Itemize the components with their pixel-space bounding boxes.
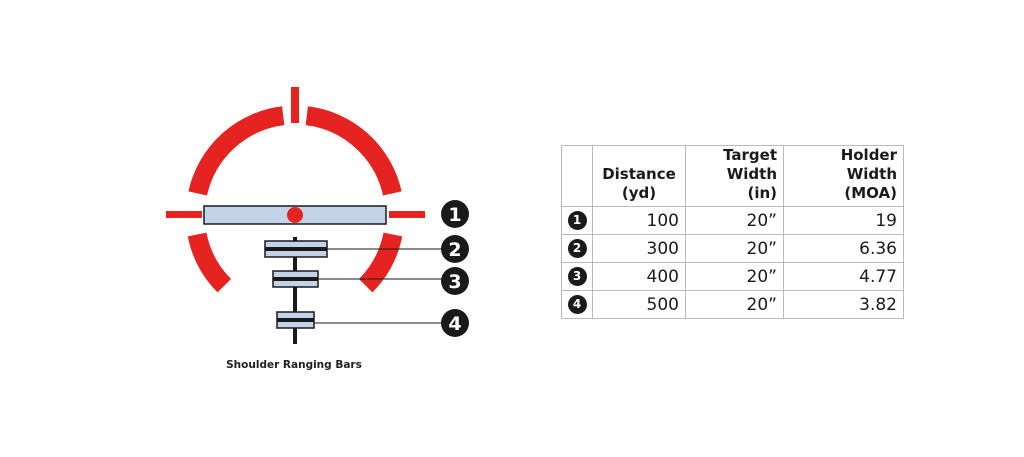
ranging-bar-3-line (273, 277, 318, 281)
table-row: 1 100 20” 19 (561, 206, 904, 235)
row-marker: 1 (561, 206, 593, 235)
ranging-table: Distance (yd) Target Width (in) Holder W… (561, 145, 904, 319)
header-marker (561, 145, 593, 207)
row-marker-badge: 3 (567, 267, 587, 286)
callout-1: 1 (441, 200, 469, 228)
callout-4-label: 4 (448, 313, 461, 335)
target-width-cell: 20” (685, 206, 784, 235)
row-marker: 4 (561, 290, 593, 319)
target-width-cell: 20” (685, 234, 784, 263)
header-distance-line2: (yd) (621, 184, 657, 202)
row-marker-badge: 1 (567, 211, 587, 230)
ranging-bar-4-line (277, 318, 314, 322)
center-dot (287, 207, 303, 223)
distance-cell: 500 (592, 290, 686, 319)
ranging-bar-2-line (265, 247, 327, 251)
distance-cell: 300 (592, 234, 686, 263)
reticle-ring-upper-right (305, 106, 402, 196)
holder-width-cell: 3.82 (783, 290, 904, 319)
header-holder-width-line1: Holder (840, 146, 897, 164)
header-target-width-line1: Target (723, 146, 777, 164)
holder-width-cell: 4.77 (783, 262, 904, 291)
target-width-cell: 20” (685, 262, 784, 291)
callout-3: 3 (441, 267, 469, 295)
table-row: 3 400 20” 4.77 (561, 262, 904, 291)
callout-2-label: 2 (448, 239, 461, 261)
diagram-caption: Shoulder Ranging Bars (226, 359, 362, 371)
reticle-left-post (166, 211, 202, 218)
callout-2: 2 (441, 235, 469, 263)
reticle-ring-upper-left (188, 106, 285, 196)
table-row: 4 500 20” 3.82 (561, 290, 904, 319)
holder-width-cell: 6.36 (783, 234, 904, 263)
header-holder-width-line2: Width (MOA) (844, 165, 897, 202)
reticle-right-post (389, 211, 425, 218)
header-target-width: Target Width (in) (685, 145, 784, 207)
table-row: 2 300 20” 6.36 (561, 234, 904, 263)
header-target-width-line2: Width (in) (726, 165, 777, 202)
row-marker-badge: 4 (567, 295, 587, 314)
callout-4: 4 (441, 309, 469, 337)
row-marker: 3 (561, 262, 593, 291)
callout-3-label: 3 (448, 271, 461, 293)
reticle-ring-lower-right (358, 232, 403, 293)
target-width-cell: 20” (685, 290, 784, 319)
row-marker: 2 (561, 234, 593, 263)
header-distance-line1: Distance (602, 165, 676, 183)
callout-1-label: 1 (448, 204, 461, 226)
distance-cell: 400 (592, 262, 686, 291)
holder-width-cell: 19 (783, 206, 904, 235)
reticle-ring-lower-left (187, 232, 232, 293)
reticle-top-post (291, 87, 299, 123)
table-header-row: Distance (yd) Target Width (in) Holder W… (561, 145, 904, 207)
header-holder-width: Holder Width (MOA) (783, 145, 904, 207)
row-marker-badge: 2 (567, 239, 587, 258)
reticle-stem (293, 237, 297, 344)
header-distance: Distance (yd) (592, 145, 686, 207)
distance-cell: 100 (592, 206, 686, 235)
